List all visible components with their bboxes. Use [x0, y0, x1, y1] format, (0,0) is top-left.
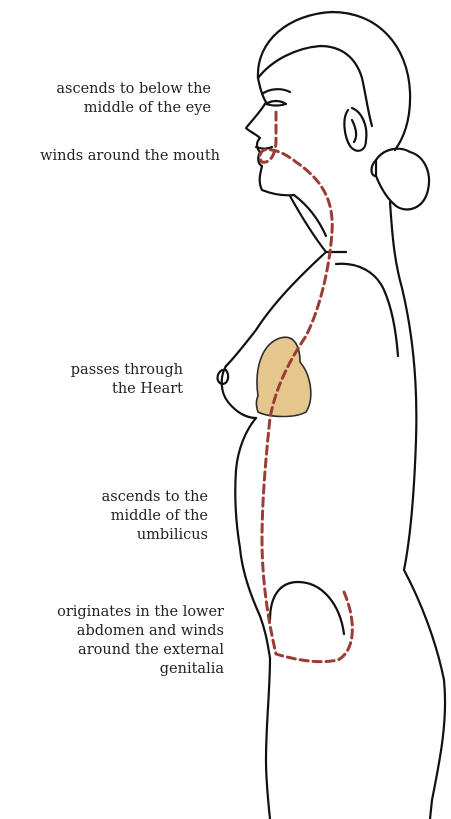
- back-outline: [390, 202, 445, 819]
- annotation-origin-line-3: around the external: [57, 641, 224, 660]
- front-leg: [266, 658, 270, 819]
- annotation-heart: passes through the Heart: [71, 361, 183, 399]
- annotation-heart-line-2: the Heart: [71, 380, 183, 399]
- lips: [256, 147, 272, 149]
- annotation-umbilicus-line-1: ascends to the: [102, 488, 208, 507]
- annotation-origin-line-2: abdomen and winds: [57, 622, 224, 641]
- ear-inner: [352, 120, 356, 142]
- annotation-origin: originates in the lower abdomen and wind…: [57, 603, 224, 679]
- annotation-eye-line-1: ascends to below the: [56, 80, 211, 99]
- annotation-umbilicus: ascends to the middle of the umbilicus: [102, 488, 208, 545]
- shoulder-outline: [336, 264, 398, 356]
- annotation-eye-line-2: middle of the eye: [56, 99, 211, 118]
- abdomen-front: [235, 418, 270, 658]
- annotation-origin-line-4: genitalia: [57, 660, 224, 679]
- annotation-umbilicus-line-2: middle of the: [102, 507, 208, 526]
- annotation-mouth-line-1: winds around the mouth: [40, 147, 220, 166]
- hair-bun: [376, 149, 429, 210]
- annotation-mouth: winds around the mouth: [40, 147, 220, 166]
- annotation-umbilicus-line-3: umbilicus: [102, 526, 208, 545]
- body-outline: [218, 12, 446, 819]
- annotation-origin-line-1: originates in the lower: [57, 603, 224, 622]
- head-back-outline: [258, 12, 410, 150]
- eyebrow: [262, 89, 290, 94]
- buttock: [270, 582, 344, 634]
- annotation-heart-line-1: passes through: [71, 361, 183, 380]
- face-profile: [246, 78, 294, 195]
- annotation-eye: ascends to below the middle of the eye: [56, 80, 211, 118]
- eye-outline: [266, 101, 286, 106]
